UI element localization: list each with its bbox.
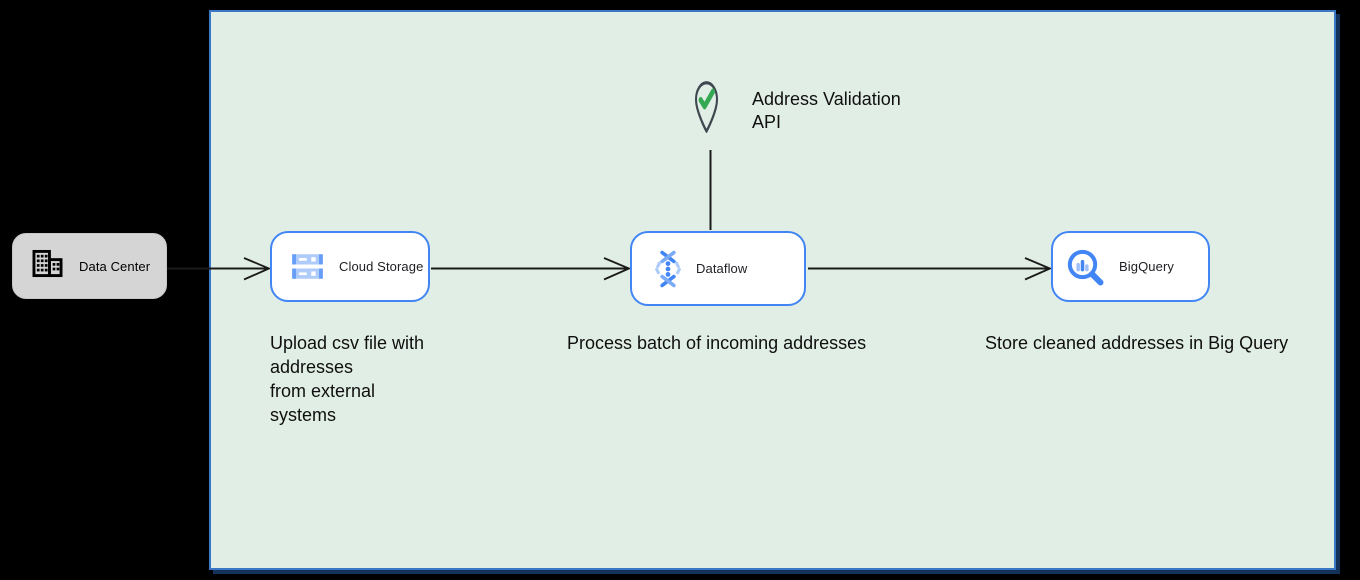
- node-label: Cloud Storage: [339, 259, 424, 274]
- cloud-storage-icon: [290, 249, 325, 284]
- building-icon: [31, 249, 64, 283]
- node-dataflow[interactable]: Dataflow: [630, 231, 806, 306]
- bigquery-icon: [1065, 247, 1105, 287]
- dataflow-icon: [649, 249, 687, 289]
- address-validation-api-label: Address Validation API: [752, 89, 901, 132]
- caption-process-batch: Process batch of incoming addresses: [567, 333, 867, 353]
- node-bigquery[interactable]: BigQuery: [1051, 231, 1210, 302]
- node-label: Data Center: [79, 258, 151, 274]
- node-label: BigQuery: [1119, 259, 1174, 274]
- caption-store-cleaned: Store cleaned addresses in Big Query: [985, 333, 1289, 353]
- map-pin-check-icon[interactable]: [689, 79, 724, 135]
- node-label: Dataflow: [696, 261, 748, 276]
- node-data-center[interactable]: Data Center: [12, 233, 167, 299]
- caption-upload-csv: Upload csv file with addresses from exte…: [270, 333, 425, 425]
- node-cloud-storage[interactable]: Cloud Storage: [270, 231, 430, 302]
